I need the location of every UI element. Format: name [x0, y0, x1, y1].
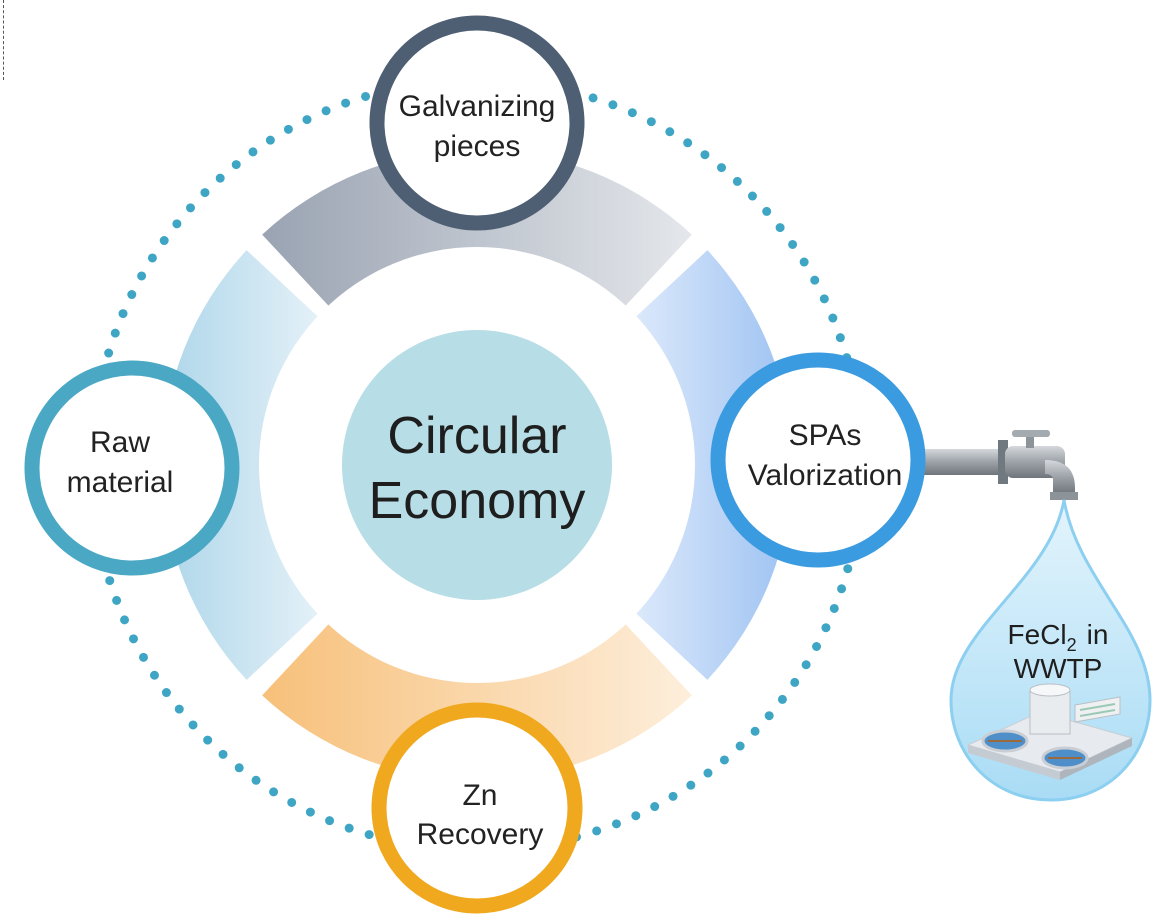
node-bottom-line1: Zn	[462, 779, 497, 812]
node-right-line1: SPAs	[789, 419, 862, 452]
drop-line2: WWTP	[1014, 653, 1103, 684]
node-bottom-ring	[371, 702, 583, 914]
treatment-plant-icon	[966, 683, 1134, 780]
node-right-line2: Valorization	[748, 459, 903, 492]
drop-formula-sub: 2	[1067, 635, 1077, 655]
node-right-ring	[710, 352, 926, 568]
node-zn-recovery: Zn Recovery	[371, 702, 583, 914]
band-segment-bottom	[262, 622, 692, 781]
node-top-ring	[369, 15, 585, 231]
node-spas-valorization: SPAs Valorization	[710, 352, 926, 568]
faucet-handle	[1012, 430, 1050, 437]
dashed-guide-line	[3, 0, 4, 80]
faucet-nozzle	[1050, 492, 1078, 500]
node-left-line2: material	[67, 466, 174, 499]
node-bottom-line2: Recovery	[417, 818, 544, 851]
center-title-line1: Circular	[387, 407, 566, 465]
band-segment-left	[161, 250, 320, 680]
pipe-flange	[998, 440, 1008, 484]
drop-formula: FeCl2 in	[1008, 619, 1109, 655]
pipe	[920, 449, 1004, 475]
faucet-stem	[1026, 432, 1034, 448]
center-title-line2: Economy	[369, 472, 586, 530]
node-top-line2: pieces	[434, 130, 521, 163]
drop-formula-suffix: in	[1087, 619, 1109, 650]
drop-shape	[949, 499, 1152, 802]
water-drop: FeCl2 in WWTP	[949, 499, 1152, 802]
node-galvanizing-pieces: Galvanizing pieces	[369, 15, 585, 231]
node-top-line1: Galvanizing	[399, 90, 556, 123]
node-left-ring	[24, 360, 240, 576]
node-left-line1: Raw	[90, 426, 150, 459]
node-raw-material: Raw material	[24, 360, 240, 576]
center-circle	[342, 330, 612, 600]
faucet-icon	[920, 430, 1078, 500]
drop-formula-base: FeCl	[1008, 619, 1067, 650]
faucet-spout	[1045, 460, 1075, 494]
